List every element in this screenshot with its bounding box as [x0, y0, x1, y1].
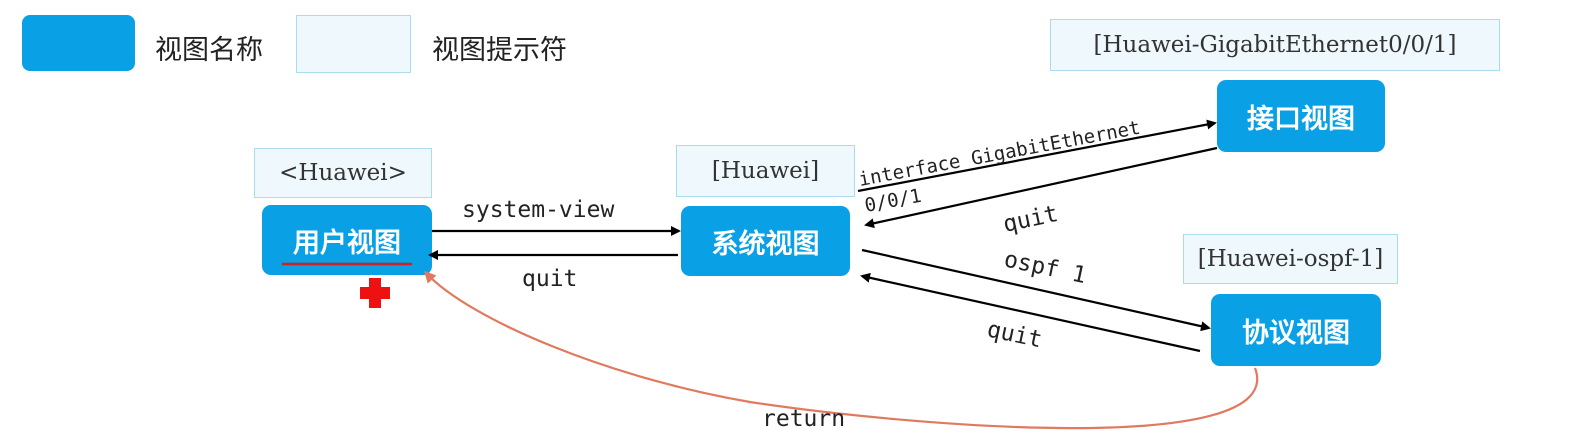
system-view-label: 系统视图: [711, 228, 820, 260]
interface-cmd-label-line2: 0/0/1: [863, 185, 923, 217]
quit-to-user-label: quit: [522, 266, 577, 292]
ospf-cmd-label: ospf 1: [1002, 246, 1089, 289]
interface-cmd-arrow: [857, 119, 1217, 193]
protocol-view-label: 协议视图: [1242, 317, 1350, 349]
legend-prompt-label: 视图提示符: [432, 35, 567, 66]
interface-view-prompt: [Huawei-GigabitEthernet0/0/1]: [1050, 19, 1500, 71]
return-arrow: [423, 270, 1259, 430]
protocol-view-node: 协议视图: [1211, 294, 1381, 366]
legend-view-name-label: 视图名称: [155, 35, 263, 66]
quit-from-ospf-arrow: [860, 272, 1201, 353]
system-view-cmd-label: system-view: [462, 197, 614, 223]
system-view-node: 系统视图: [681, 206, 850, 276]
quit-from-ospf-label: quit: [985, 316, 1045, 353]
user-view-prompt: <Huawei>: [254, 148, 432, 198]
system-view-prompt: [Huawei]: [676, 145, 855, 197]
red-cross-icon: [360, 278, 390, 308]
interface-view-node: 接口视图: [1217, 80, 1385, 152]
user-view-label: 用户视图: [293, 227, 401, 259]
legend-prompt-swatch: [296, 15, 411, 73]
return-cmd-label: return: [762, 406, 845, 432]
legend-view-name-swatch: [22, 15, 135, 71]
interface-cmd-label-line1: interface GigabitEthernet: [857, 117, 1142, 191]
ospf-cmd-arrow: [861, 248, 1211, 332]
interface-view-label: 接口视图: [1247, 103, 1355, 135]
protocol-view-prompt: [Huawei-ospf-1]: [1183, 234, 1398, 284]
quit-from-interface-label: quit: [1001, 201, 1061, 238]
quit-from-interface-arrow: [864, 146, 1218, 229]
